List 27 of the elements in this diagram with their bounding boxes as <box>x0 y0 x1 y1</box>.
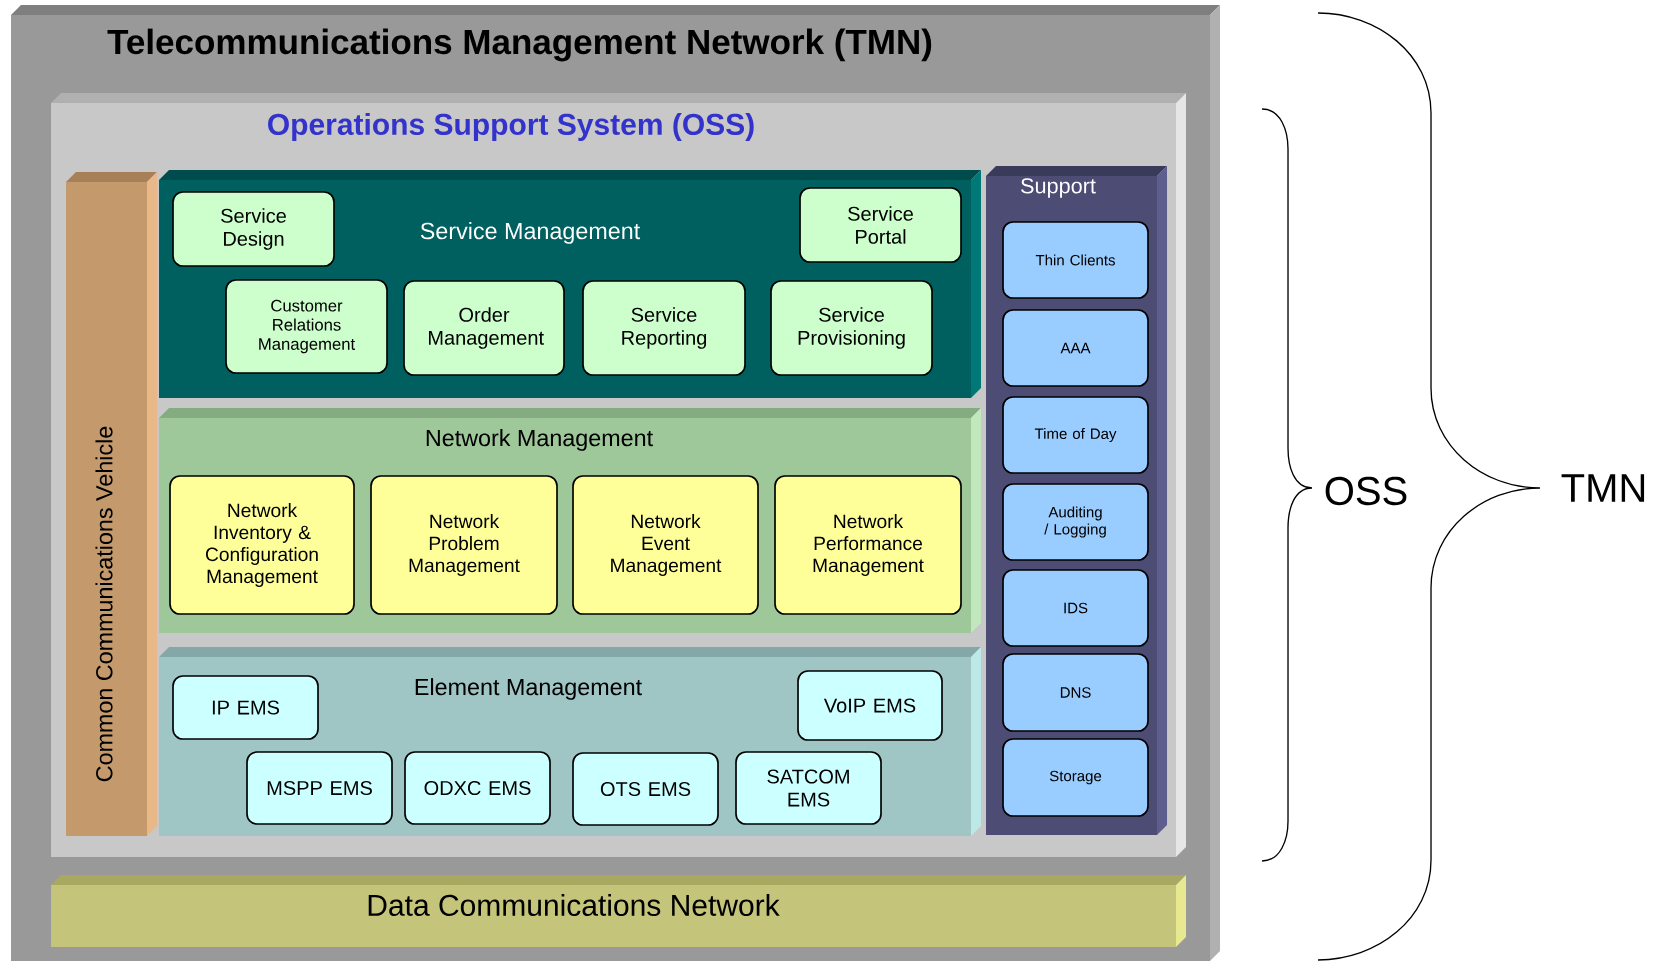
function-box: ODXC EMS <box>404 751 551 825</box>
function-box: Customer Relations Management <box>225 279 388 374</box>
function-box: Service Portal <box>799 187 962 263</box>
function-box: IP EMS <box>172 675 319 740</box>
function-box: Network Inventory & Configuration Management <box>169 475 355 615</box>
function-box: Thin Clients <box>1002 221 1149 299</box>
function-box: Service Reporting <box>582 280 746 376</box>
function-box: Network Problem Management <box>370 475 558 615</box>
function-box: MSPP EMS <box>246 751 393 825</box>
function-box: Order Management <box>403 280 565 376</box>
function-box: Network Performance Management <box>774 475 962 615</box>
function-box: VoIP EMS <box>797 670 943 741</box>
function-box: SATCOM EMS <box>735 751 882 825</box>
brace-label: TMN <box>1561 474 1645 502</box>
function-box: IDS <box>1002 569 1149 647</box>
function-box: Time of Day <box>1002 396 1149 474</box>
brace-label: OSS <box>1325 476 1407 506</box>
vehicle-bar: Common Communications Vehicle <box>66 172 157 836</box>
function-box: OTS EMS <box>572 752 719 826</box>
network-bar: Data Communications Network <box>51 875 1186 947</box>
function-box: Auditing / Logging <box>1002 483 1149 561</box>
function-box: Service Design <box>172 191 335 267</box>
function-box: Storage <box>1002 738 1149 817</box>
function-box: AAA <box>1002 309 1149 387</box>
function-box: DNS <box>1002 653 1149 732</box>
function-box: Service Provisioning <box>770 280 933 376</box>
function-box: Network Event Management <box>572 475 759 615</box>
